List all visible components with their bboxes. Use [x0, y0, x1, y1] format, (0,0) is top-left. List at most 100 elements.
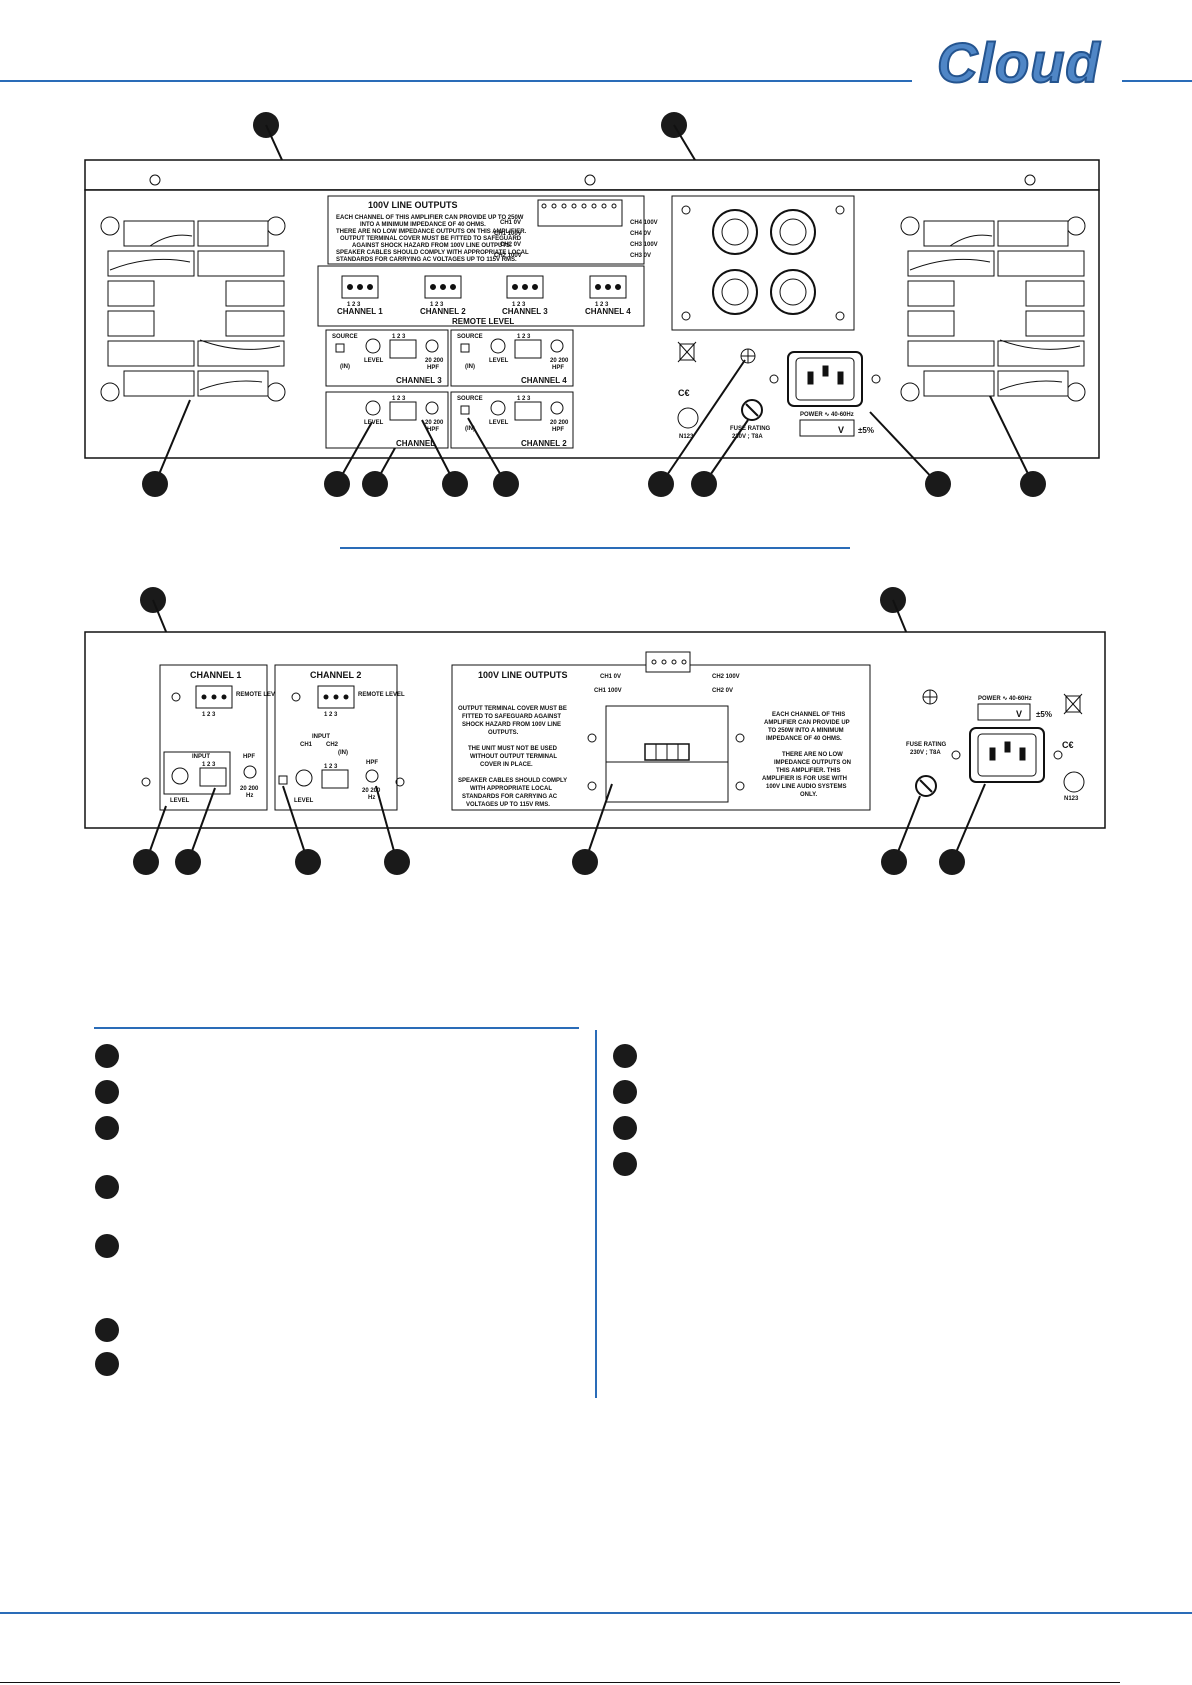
lower-power-label: POWER ∿ 40-60Hz: [978, 696, 1032, 702]
svg-text:IMPEDANCE OUTPUTS ON: IMPEDANCE OUTPUTS ON: [774, 760, 851, 766]
svg-text:Hz: Hz: [246, 793, 253, 799]
svg-text:INPUT: INPUT: [192, 754, 210, 760]
remote-channel-3: CHANNEL 3: [502, 307, 548, 316]
svg-text:1 2 3: 1 2 3: [347, 302, 361, 308]
lower-ch1-remote: REMOTE LEVEL: [236, 692, 283, 698]
svg-text:INTO A MINIMUM IMPEDANCE OF 40: INTO A MINIMUM IMPEDANCE OF 40 OHMS.: [360, 222, 486, 228]
svg-text:1 2 3: 1 2 3: [595, 302, 609, 308]
legend-callout-right-2: [613, 1080, 637, 1104]
input-module-ch1-title: CHANNEL: [396, 439, 435, 448]
svg-text:1 2 3: 1 2 3: [430, 302, 444, 308]
svg-text:HPF: HPF: [243, 754, 255, 760]
svg-text:ONLY.: ONLY.: [800, 792, 817, 798]
svg-text:HPF: HPF: [427, 365, 439, 371]
svg-text:1 2 3: 1 2 3: [202, 712, 216, 718]
footer-rule-thin: [0, 1682, 1120, 1683]
svg-text:1 2 3: 1 2 3: [392, 396, 406, 402]
lower-tolerance: ±5%: [1036, 710, 1052, 719]
svg-text:EACH CHANNEL OF THIS: EACH CHANNEL OF THIS: [772, 712, 845, 718]
upper-term-ch1-100v: CH1 100V: [494, 231, 522, 237]
svg-text:THERE ARE NO LOW IMPEDANCE OUT: THERE ARE NO LOW IMPEDANCE OUTPUTS ON TH…: [336, 229, 527, 235]
svg-text:THERE ARE NO LOW: THERE ARE NO LOW: [782, 752, 843, 758]
lower-iec-inlet: [951, 727, 1063, 783]
legend-rule: [94, 1027, 579, 1029]
footer-rule: [0, 1612, 1192, 1614]
lower-bottom-callouts: [133, 849, 965, 875]
svg-text:HPF: HPF: [427, 427, 439, 433]
upper-output-title: 100V LINE OUTPUTS: [368, 200, 458, 210]
svg-text:LEVEL: LEVEL: [364, 420, 384, 426]
remote-channel-1: CHANNEL 1: [337, 307, 383, 316]
remote-channel-2: CHANNEL 2: [420, 307, 466, 316]
svg-text:HPF: HPF: [552, 365, 564, 371]
legend-callout-right-4: [613, 1152, 637, 1176]
upper-terminal-block: [537, 199, 623, 227]
svg-text:STANDARDS FOR CARRYING AC VOLT: STANDARDS FOR CARRYING AC VOLTAGES UP TO…: [336, 257, 517, 263]
svg-text:VOLTAGES UP TO 115V RMS.: VOLTAGES UP TO 115V RMS.: [466, 802, 550, 808]
upper-voltage-box: V: [838, 425, 844, 435]
lower-fuse-label: FUSE RATING: [906, 742, 947, 748]
svg-text:TO 250W INTO A MINIMUM: TO 250W INTO A MINIMUM: [768, 728, 844, 734]
brand-logo-text: Cloud: [937, 34, 1101, 90]
svg-text:(IN): (IN): [465, 426, 475, 432]
svg-text:20 200: 20 200: [362, 788, 381, 794]
svg-text:LEVEL: LEVEL: [489, 358, 509, 364]
svg-text:1 2 3: 1 2 3: [324, 764, 338, 770]
lower-warning-right: EACH CHANNEL OF THIS AMPLIFIER CAN PROVI…: [762, 712, 851, 798]
upper-fuse-label: FUSE RATING: [730, 426, 771, 432]
svg-text:SOURCE: SOURCE: [457, 334, 483, 340]
svg-text:(IN): (IN): [340, 364, 350, 370]
lower-ch2-remote: REMOTE LEVEL: [358, 692, 405, 698]
svg-text:SPEAKER CABLES SHOULD COMPLY: SPEAKER CABLES SHOULD COMPLY: [458, 778, 567, 784]
lower-term-ch1-0v: CH1 0V: [600, 674, 621, 680]
right-fan-grille: [900, 216, 1086, 402]
input-module-ch2-title: CHANNEL 2: [521, 439, 567, 448]
legend-callout-left-6: [95, 1318, 119, 1342]
svg-text:LEVEL: LEVEL: [489, 420, 509, 426]
svg-text:SOURCE: SOURCE: [457, 396, 483, 402]
svg-text:EACH CHANNEL OF THIS AMPLIFIER: EACH CHANNEL OF THIS AMPLIFIER CAN PROVI…: [336, 215, 524, 221]
svg-text:20 200: 20 200: [425, 358, 444, 364]
legend-callout-left-7: [95, 1352, 119, 1376]
upper-rear-panel-diagram: 100V LINE OUTPUTS EACH CHANNEL OF THIS A…: [84, 112, 1100, 497]
svg-text:SHOCK HAZARD FROM 100V LINE: SHOCK HAZARD FROM 100V LINE: [462, 722, 561, 728]
lower-voltage-box: V: [1016, 709, 1022, 719]
header-rule-left: [0, 80, 912, 82]
remote-channel-4: CHANNEL 4: [585, 307, 631, 316]
svg-text:LEVEL: LEVEL: [294, 798, 314, 804]
upper-output-notes: EACH CHANNEL OF THIS AMPLIFIER CAN PROVI…: [336, 215, 529, 263]
legend-callout-left-5: [95, 1234, 119, 1258]
svg-text:HPF: HPF: [552, 427, 564, 433]
svg-text:CH2: CH2: [326, 742, 339, 748]
lower-term-ch2-100v: CH2 100V: [712, 674, 740, 680]
left-fan-grille: [100, 216, 286, 402]
lower-ch2-title: CHANNEL 2: [310, 670, 361, 680]
brand-logo: Cloud: [936, 34, 1101, 90]
svg-text:LEVEL: LEVEL: [364, 358, 384, 364]
svg-text:OUTPUTS.: OUTPUTS.: [488, 730, 519, 736]
svg-text:HPF: HPF: [366, 760, 378, 766]
svg-text:SOURCE: SOURCE: [332, 334, 358, 340]
lower-term-ch2-0v: CH2 0V: [712, 688, 733, 694]
upper-term-ch3-100v: CH3 100V: [630, 242, 658, 248]
upper-term-ch1-0v: CH1 0V: [500, 220, 521, 226]
upper-certification-marks: [677, 341, 699, 429]
lower-rear-panel-diagram: CHANNEL 1 1 2 3 REMOTE LEVEL INPUT 1 2 3…: [84, 587, 1106, 875]
lower-output-title: 100V LINE OUTPUTS: [478, 670, 568, 680]
svg-text:Hz: Hz: [368, 795, 375, 801]
svg-text:AGAINST SHOCK HAZARD FROM 100V: AGAINST SHOCK HAZARD FROM 100V LINE OUTP…: [352, 243, 512, 249]
upper-bottom-callouts: [142, 471, 1046, 497]
header-rule-right: [1122, 80, 1192, 82]
legend-callout-left-1: [95, 1044, 119, 1068]
svg-text:COVER IN PLACE.: COVER IN PLACE.: [480, 762, 533, 768]
svg-text:100V LINE AUDIO SYSTEMS: 100V LINE AUDIO SYSTEMS: [766, 784, 846, 790]
legend-callout-left-4: [95, 1175, 119, 1199]
upper-term-ch4-0v: CH4 0V: [630, 231, 651, 237]
input-module-ch4: [450, 329, 574, 387]
svg-text:WITH APPROPRIATE LOCAL: WITH APPROPRIATE LOCAL: [470, 786, 552, 792]
input-module-ch2: [450, 391, 574, 449]
upper-iec-inlet: [769, 351, 881, 407]
svg-text:AMPLIFIER CAN PROVIDE UP: AMPLIFIER CAN PROVIDE UP: [764, 720, 850, 726]
svg-text:OUTPUT TERMINAL COVER MUST BE: OUTPUT TERMINAL COVER MUST BE FITTED TO …: [340, 236, 522, 242]
lower-certification-marks: [1063, 693, 1085, 793]
